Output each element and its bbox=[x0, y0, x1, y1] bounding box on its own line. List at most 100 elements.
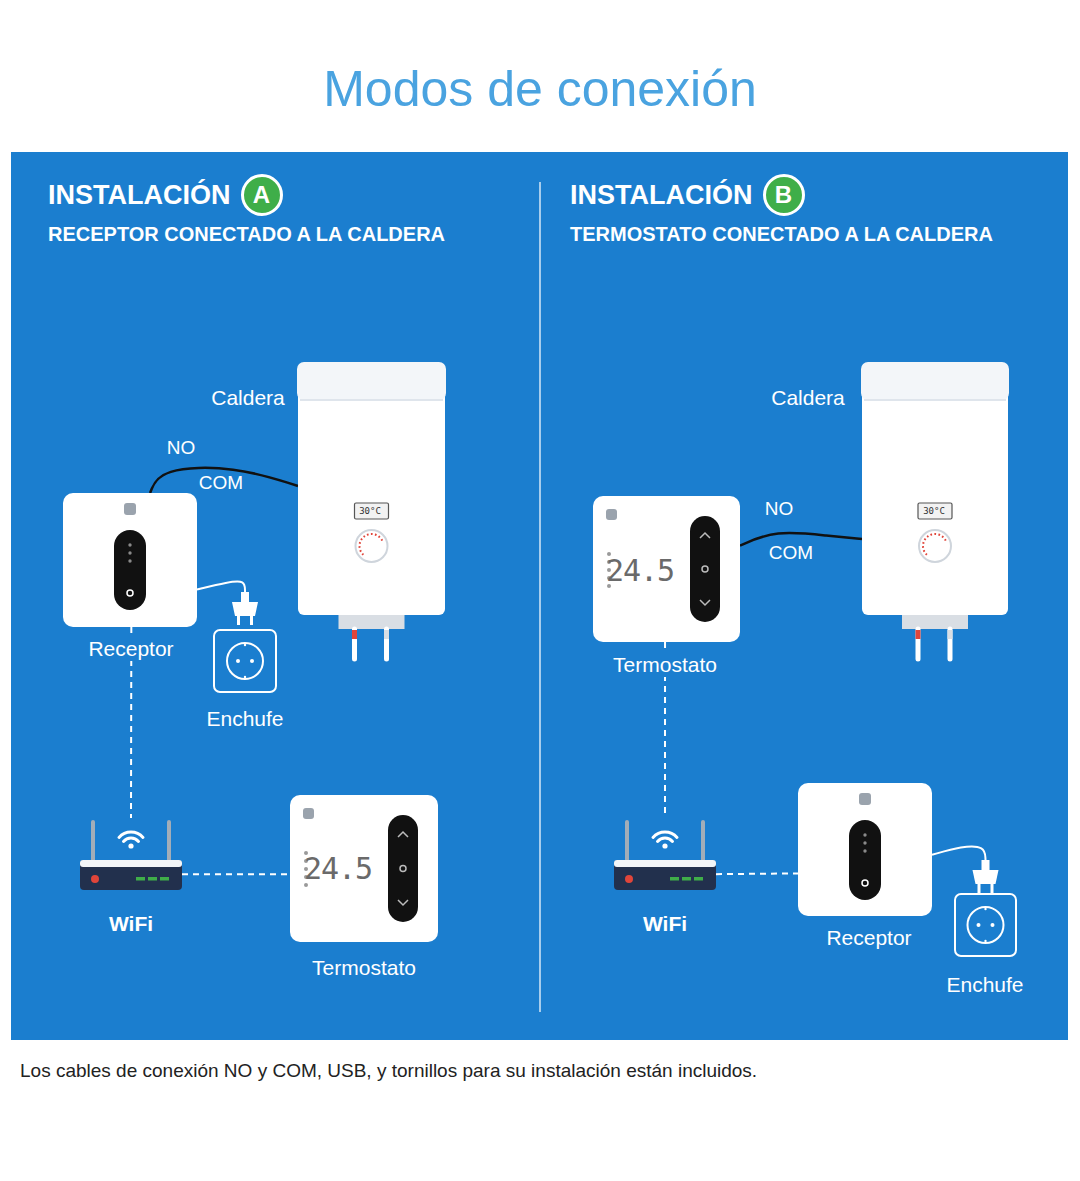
receiver-unit-art bbox=[63, 493, 197, 627]
wifi-router: WiFi bbox=[80, 818, 182, 890]
router-antenna bbox=[91, 820, 95, 862]
wifi-router-art bbox=[614, 818, 716, 890]
router-led bbox=[670, 877, 679, 881]
boiler-bracket bbox=[902, 615, 968, 629]
text-holder: INSTALACIÓN bbox=[48, 180, 231, 211]
label-holder: COM bbox=[199, 472, 243, 494]
plug-prong bbox=[237, 616, 240, 625]
status-led bbox=[128, 559, 131, 562]
receiver-housing bbox=[798, 783, 932, 916]
text-holder: TERMOSTATO CONECTADO A LA CALDERA bbox=[570, 223, 993, 246]
boiler-body bbox=[862, 370, 1008, 615]
thermostat-unit: Termostato24.5 bbox=[290, 795, 438, 942]
socket-hole bbox=[250, 659, 254, 663]
blue-panel-ground bbox=[11, 152, 1068, 1040]
socket-plate bbox=[955, 894, 1016, 956]
plug-stem bbox=[241, 592, 249, 602]
router-body bbox=[80, 860, 182, 890]
boiler-pipe bbox=[948, 629, 953, 659]
wifi-router: WiFi bbox=[614, 818, 716, 890]
up-chevron bbox=[700, 533, 710, 538]
receiver-button-strip bbox=[849, 820, 881, 900]
device-label: Receptor bbox=[822, 926, 915, 950]
wireless-link bbox=[182, 873, 290, 875]
label-holder: COM bbox=[769, 542, 813, 564]
boiler-pipe-band bbox=[948, 630, 953, 639]
plug-prong bbox=[250, 616, 253, 625]
installation-subtitle: TERMOSTATO CONECTADO A LA CALDERA bbox=[570, 223, 993, 246]
text-holder: INSTALACIÓN bbox=[570, 180, 753, 211]
signal-name: COM bbox=[199, 472, 243, 494]
up-chevron bbox=[398, 832, 408, 837]
brand-logo bbox=[859, 793, 871, 805]
plug-stem bbox=[982, 860, 990, 870]
router-led bbox=[694, 877, 703, 881]
router-antenna bbox=[625, 820, 629, 862]
thermostat-control-strip bbox=[690, 516, 720, 622]
receiver-housing bbox=[63, 493, 197, 627]
router-led bbox=[136, 877, 145, 881]
panel-divider bbox=[539, 182, 541, 1012]
select-button bbox=[702, 566, 708, 572]
boiler-display bbox=[918, 503, 952, 519]
label-holder: NO bbox=[167, 437, 196, 459]
page-title: Modos de conexión bbox=[323, 60, 757, 118]
power-button bbox=[127, 590, 133, 596]
device-label: Termostato bbox=[609, 653, 721, 677]
power-button bbox=[862, 880, 868, 886]
brand-logo bbox=[606, 509, 617, 520]
label-holder: 24.5 bbox=[304, 851, 372, 886]
text-holder: Enchufe bbox=[202, 707, 287, 731]
wifi-wave bbox=[658, 838, 673, 841]
boiler-pipe bbox=[916, 629, 921, 659]
select-button bbox=[400, 866, 406, 872]
router-top bbox=[80, 860, 182, 867]
device-label: Caldera bbox=[207, 386, 289, 410]
boiler-unit: Caldera30°C bbox=[862, 362, 1008, 615]
device-label: WiFi bbox=[639, 912, 691, 936]
cable-connector bbox=[932, 846, 986, 860]
receiver-unit-art bbox=[798, 783, 932, 916]
text-holder: Enchufe bbox=[942, 973, 1027, 997]
cable-connector bbox=[197, 581, 245, 592]
router-antenna bbox=[167, 820, 171, 862]
text-holder: Termostato bbox=[308, 956, 420, 980]
text-holder: Receptor bbox=[822, 926, 915, 950]
receiver-unit: Receptor bbox=[798, 783, 932, 916]
boiler-unit: Caldera30°C bbox=[298, 362, 445, 615]
boiler-bracket bbox=[339, 615, 405, 629]
wall-socket-art bbox=[213, 592, 277, 694]
socket-hole bbox=[977, 923, 981, 927]
router-power-led bbox=[91, 875, 99, 883]
device-label: Receptor bbox=[84, 637, 177, 661]
device-label: Enchufe bbox=[942, 973, 1027, 997]
text-holder: Caldera bbox=[207, 386, 289, 410]
status-led bbox=[863, 849, 866, 852]
socket-ground bbox=[244, 676, 246, 678]
down-chevron bbox=[398, 900, 408, 905]
boiler-pipe-band bbox=[384, 630, 389, 639]
text-holder: RECEPTOR CONECTADO A LA CALDERA bbox=[48, 223, 445, 246]
thermostat-control-strip bbox=[388, 815, 418, 922]
installation-heading: INSTALACIÓN bbox=[48, 180, 231, 211]
router-top bbox=[614, 860, 716, 867]
boiler-cap-edge bbox=[300, 399, 443, 401]
wall-socket: Enchufe bbox=[954, 860, 1017, 958]
thermostat-display-reading: 24.5 bbox=[304, 851, 372, 886]
label-holder: 30°C bbox=[359, 506, 381, 516]
status-led bbox=[128, 543, 131, 546]
installation-subtitle: RECEPTOR CONECTADO A LA CALDERA bbox=[48, 223, 445, 246]
wifi-router-art bbox=[80, 818, 182, 890]
thermostat-unit: Termostato24.5 bbox=[593, 496, 740, 642]
boiler-body bbox=[298, 370, 445, 615]
status-led bbox=[128, 551, 131, 554]
footnote-caption: Los cables de conexión NO y COM, USB, y … bbox=[20, 1060, 757, 1082]
boiler-dial bbox=[356, 530, 388, 562]
wall-socket: Enchufe bbox=[213, 592, 277, 694]
wifi-dot bbox=[128, 843, 133, 848]
installation-panel: Caldera30°CReceptorEnchufeWiFiTermostato… bbox=[11, 152, 540, 1040]
router-led bbox=[148, 877, 157, 881]
router-led bbox=[160, 877, 169, 881]
installation-letter-badge: B bbox=[763, 174, 805, 216]
signal-name: NO bbox=[167, 437, 196, 459]
